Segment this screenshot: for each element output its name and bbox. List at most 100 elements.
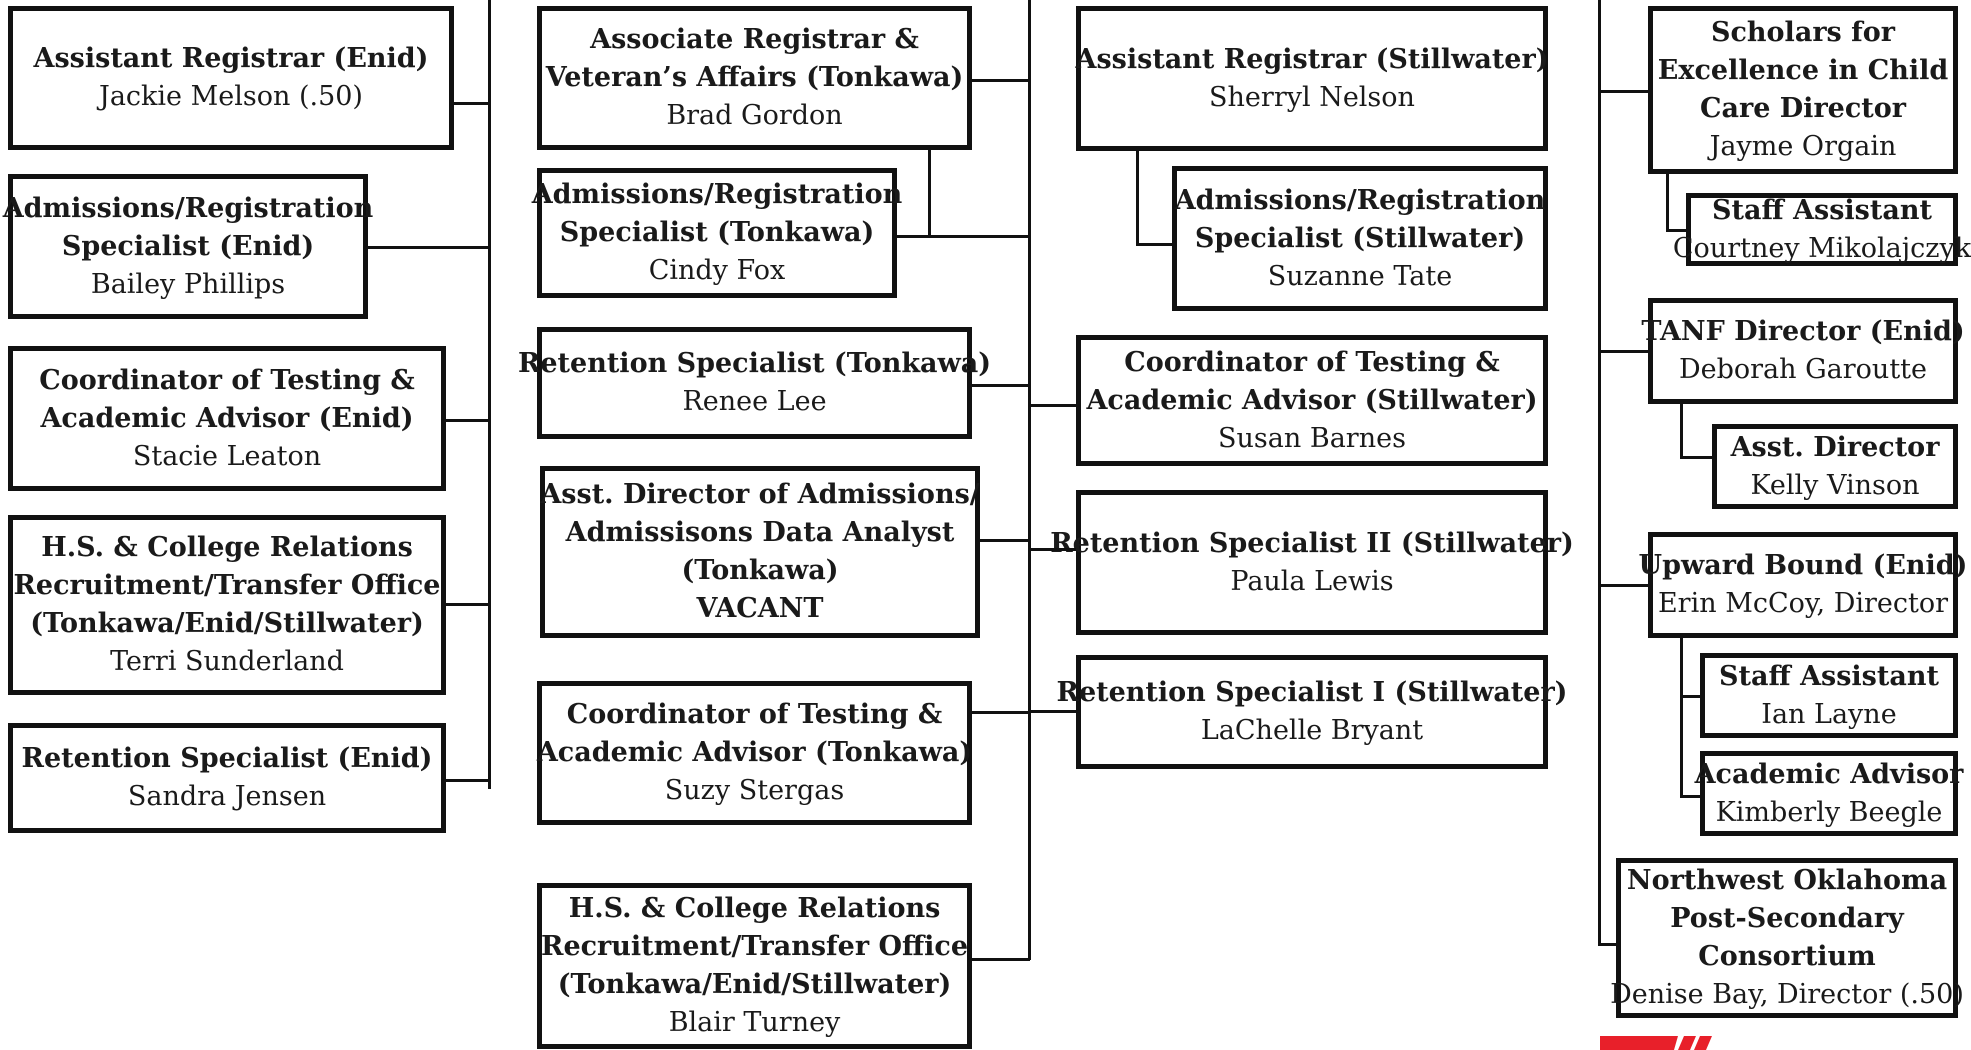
box-title-line: Specialist (Enid) [61,230,315,262]
box-title-line: Specialist (Stillwater) [1194,222,1526,254]
box-title-line: Associate Registrar & [590,24,919,55]
org-box-retention-enid: Retention Specialist (Enid)Sandra Jensen [8,723,446,833]
box-person-name: Susan Barnes [1218,422,1406,454]
box-title-line: Assistant Registrar (Enid) [33,43,429,74]
org-box-coord-testing-stillwater: Coordinator of Testing & Academic Advisor… [1076,335,1548,466]
box-person-name: Bailey Phillips [90,268,286,300]
org-box-tanf-director: TANF Director (Enid) Deborah Garoutte [1641,298,1965,404]
box-title-line: H.S. & College Relations [41,532,413,563]
box-title-line: Northwest Oklahoma [1626,865,1948,896]
box-title-line: Admissions/Registration [1174,184,1546,216]
box-title-line: Admissions/Registration [2,192,374,224]
connector-line [972,958,1030,961]
box-title-line: Coordinator of Testing & [566,699,943,730]
box-title-line: H.S. & College Relations [568,893,941,924]
connector-line [488,0,491,789]
connector-line [1028,0,1031,960]
box-title-line: Admissions/Registration [531,179,903,210]
org-box-retention-ii-stillwater: Retention Specialist II (Stillwater) Paul… [1050,490,1574,635]
box-person-name: Renee Lee [682,386,827,417]
connector-line [1598,0,1601,945]
box-title-line: Academic Advisor (Stillwater) [1086,384,1538,416]
box-title-line: Retention Specialist II (Stillwater) [1050,527,1574,559]
connector-line [1598,90,1648,93]
connector-line [972,384,1030,387]
box-title-line: Scholars for [1710,17,1895,48]
box-title-line: Coordinator of Testing & [39,364,415,396]
box-title-line: Asst. Director of Admissions/ [540,479,980,510]
box-title-line: Specialist (Tonkawa) [559,217,875,248]
connector-line [1598,584,1648,587]
box-title-line: (Tonkawa/Enid/Stillwater) [557,969,952,1000]
box-person-name: Erin McCoy, Director [1657,588,1949,619]
box-title-line: Retention Specialist I (Stillwater) [1056,677,1568,708]
connector-line [980,539,1030,542]
connector-line [1030,548,1076,551]
connector-line [1680,638,1683,798]
connector-line [1598,350,1648,353]
box-person-name: Cindy Fox [648,255,786,286]
box-title-line: Asst. Director [1730,431,1940,463]
connector-line [897,235,1030,238]
box-person-name: Suzanne Tate [1267,260,1453,292]
box-person-name: Suzy Stergas [664,775,845,806]
box-title-line: Veteran’s Affairs (Tonkawa) [545,62,964,93]
connector-line [368,246,490,249]
box-title-line: Staff Assistant [1719,660,1939,692]
connector-line [972,711,1030,714]
box-title-line: (Tonkawa/Enid/Stillwater) [30,608,424,639]
connector-line [972,79,1030,82]
box-person-name: Denise Bay, Director (.50) [1610,979,1964,1010]
box-person-name: LaChelle Bryant [1200,715,1424,746]
connector-line [1666,229,1686,232]
box-person-name: Deborah Garoutte [1678,354,1928,385]
institution-logo [1600,1036,1712,1050]
box-person-name: Sherryl Nelson [1209,81,1415,113]
connector-line [1598,943,1616,946]
org-box-upward-bound: Upward Bound (Enid) Erin McCoy, Director [1639,532,1967,638]
connector-line [1666,174,1669,232]
connector-line [1030,404,1076,407]
org-box-retention-tonkawa: Retention Specialist (Tonkawa) Renee Lee [518,327,991,439]
connector-line [1030,710,1076,713]
org-box-asst-dir-admissions: Asst. Director of Admissions/Admissisons… [540,466,980,638]
connector-line [1680,695,1700,698]
box-title-line: Staff Assistant [1712,194,1932,226]
connector-line [446,419,490,422]
box-title-line: Retention Specialist (Enid) [21,743,433,774]
box-person-name: Ian Layne [1761,698,1897,730]
connector-line [1136,243,1172,246]
box-person-name: Paula Lewis [1230,565,1394,597]
connector-line [928,150,931,238]
box-title-line: VACANT [696,593,824,624]
box-title-line: Recruitment/Transfer Office [541,931,969,962]
box-person-name: Brad Gordon [666,100,843,131]
org-box-coord-testing-enid: Coordinator of Testing &Academic Advisor… [8,346,446,491]
org-box-coord-testing-tonkawa: Coordinator of Testing & Academic Advisor… [537,681,972,825]
box-title-line: Coordinator of Testing & [1124,346,1500,378]
box-title-line: TANF Director (Enid) [1641,316,1965,347]
connector-line [1136,151,1139,246]
connector-line [446,603,490,606]
box-title-line: Excellence in Child [1657,55,1949,86]
box-title-line: Assistant Registrar (Stillwater) [1075,43,1549,75]
box-person-name: Jackie Melson (.50) [99,81,363,112]
box-person-name: Kimberly Beegle [1715,796,1943,828]
box-person-name: Courtney Mikolajczyk [1672,232,1971,264]
box-title-line: Academic Advisor (Tonkawa) [536,737,973,768]
box-person-name: Terri Sunderland [110,646,344,677]
box-title-line: Academic Advisor [1694,758,1964,790]
box-person-name: Stacie Leaton [132,440,322,472]
org-box-asst-registrar-enid: Assistant Registrar (Enid) Jackie Melson … [8,6,454,150]
box-title-line: Retention Specialist (Tonkawa) [517,348,992,379]
connector-line [1680,404,1683,459]
box-title-line: Upward Bound (Enid) [1638,550,1968,581]
